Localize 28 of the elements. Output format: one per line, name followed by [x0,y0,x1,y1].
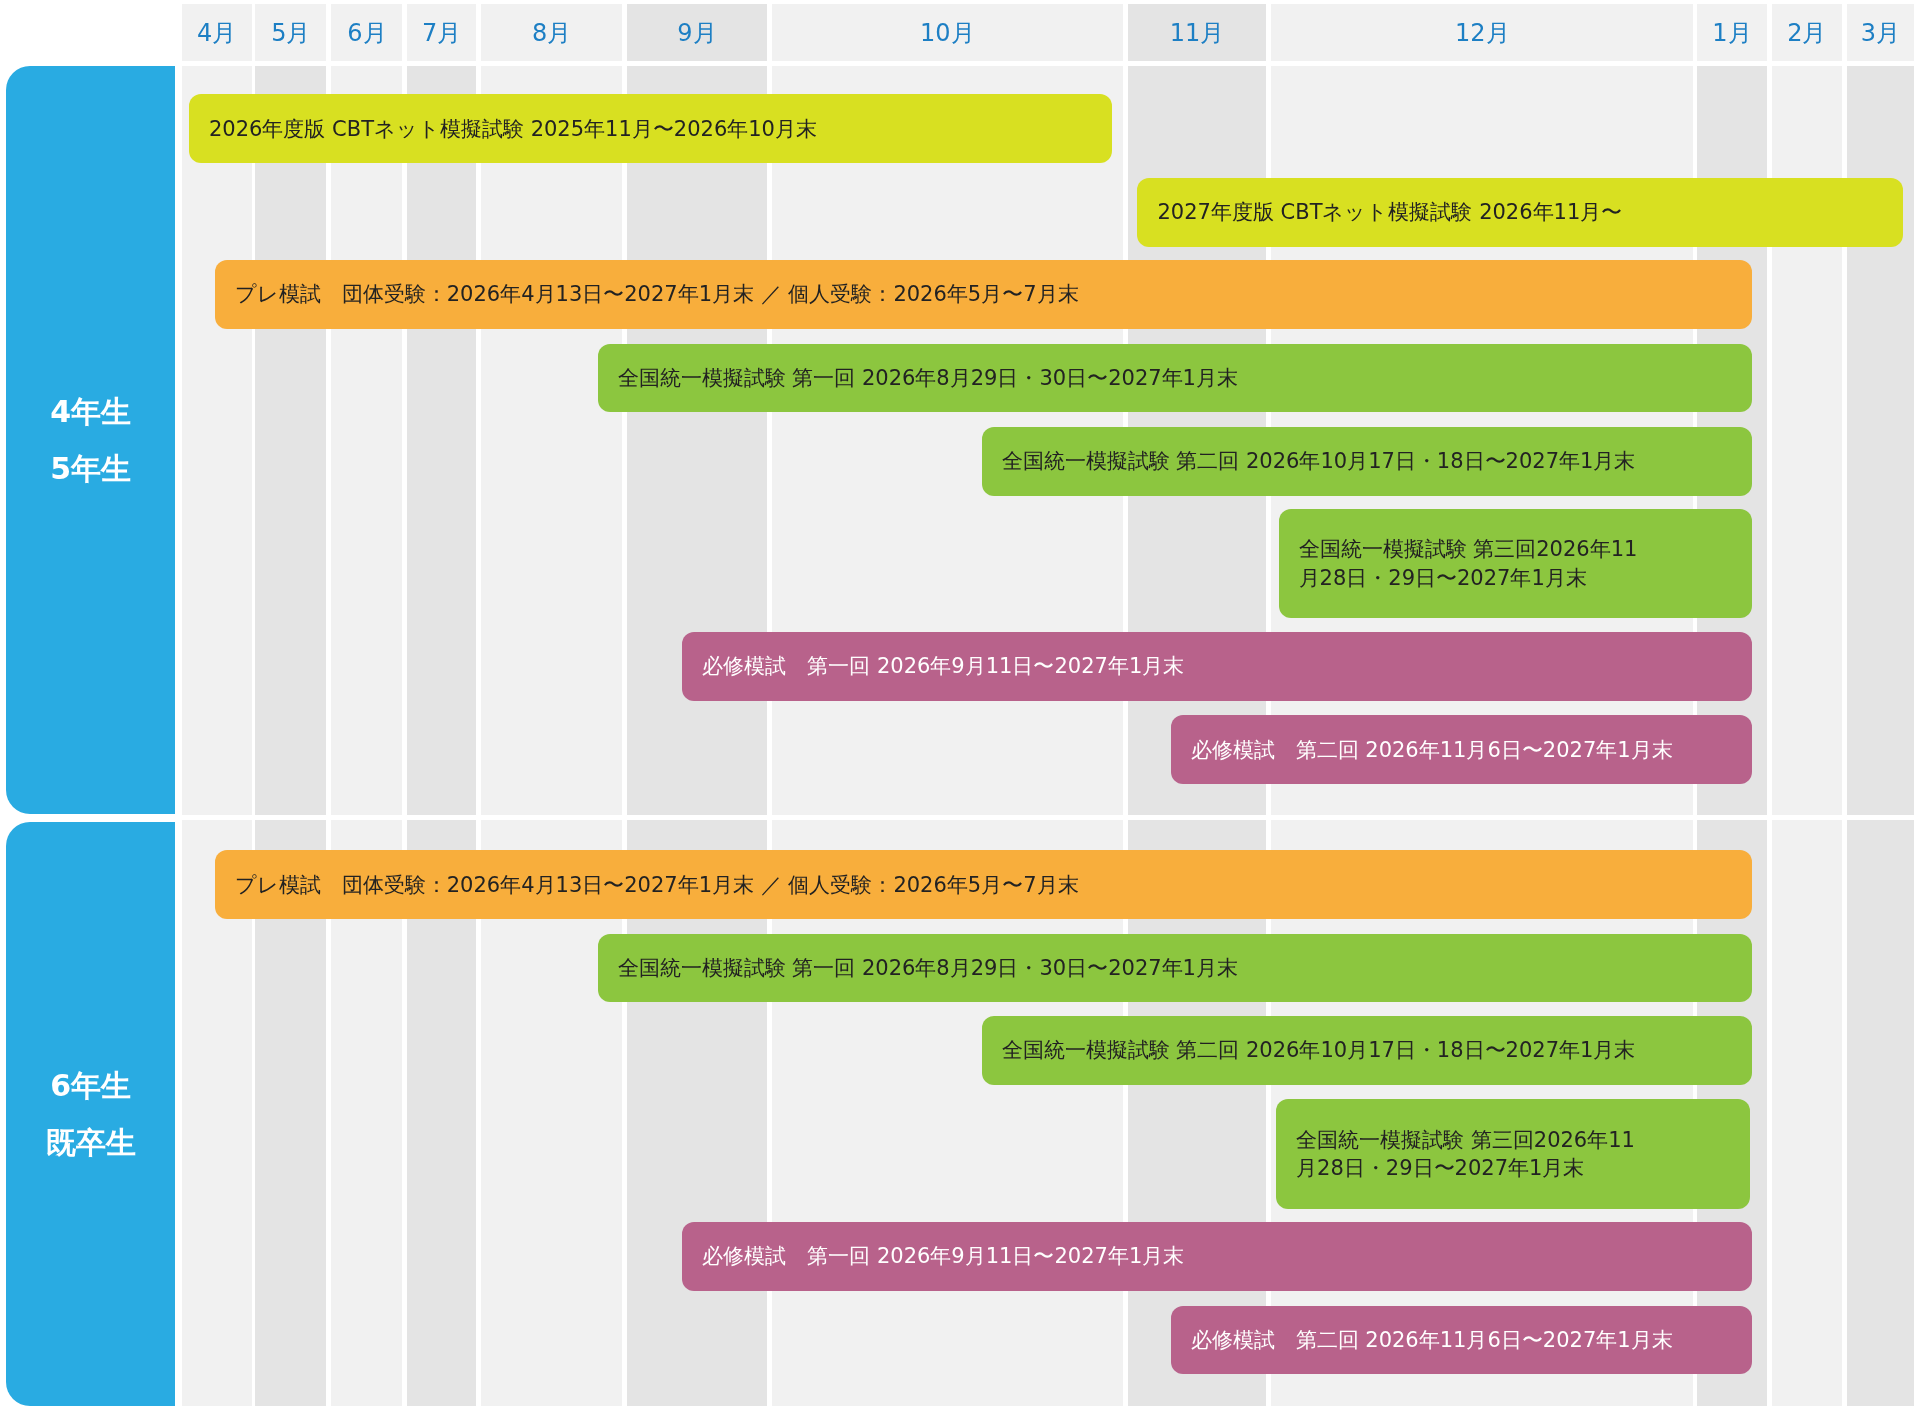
month-header: 9月 [627,3,767,62]
month-header: 4月 [181,3,252,62]
month-header: 3月 [1846,3,1915,62]
schedule-bar: 2026年度版 CBTネット模擬試験 2025年11月〜2026年10月末 [188,94,1112,164]
schedule-bar: 全国統一模擬試験 第一回 2026年8月29日・30日〜2027年1月末 [597,343,1753,413]
month-header: 1月 [1697,3,1767,62]
schedule-bar: 全国統一模擬試験 第三回2026年11月28日・29日〜2027年1月末 [1278,509,1753,619]
schedule-bar: プレ模試 団体受験：2026年4月13日〜2027年1月末 ／ 個人受験：2026年5月〜7月末 [214,850,1753,920]
schedule-bar: 全国統一模擬試験 第三回2026年11月28日・29日〜2027年1月末 [1276,1099,1750,1209]
schedule-bar: 全国統一模擬試験 第一回 2026年8月29日・30日〜2027年1月末 [597,933,1753,1003]
schedule-bar: プレ模試 団体受験：2026年4月13日〜2027年1月末 ／ 個人受験：2026年5月〜7月末 [214,260,1753,329]
month-header: 12月 [1271,3,1694,62]
group-header: 6年生既卒生 [6,822,176,1407]
schedule-bar: 必修模試 第一回 2026年9月11日〜2027年1月末 [682,631,1753,701]
month-header: 10月 [771,3,1123,62]
schedule-bar: 必修模試 第二回 2026年11月6日〜2027年1月末 [1170,1305,1753,1375]
schedule-bar: 全国統一模擬試験 第二回 2026年10月17日・18日〜2027年1月末 [981,1016,1753,1085]
month-header: 6月 [331,3,403,62]
month-header: 5月 [255,3,327,62]
month-header: 7月 [407,3,477,62]
month-header: 11月 [1127,3,1267,62]
schedule-bar: 必修模試 第一回 2026年9月11日〜2027年1月末 [682,1222,1753,1291]
month-header: 2月 [1771,3,1842,62]
schedule-bar: 2027年度版 CBTネット模擬試験 2026年11月〜 [1137,177,1904,247]
schedule-bar: 必修模試 第二回 2026年11月6日〜2027年1月末 [1170,715,1753,785]
month-header: 8月 [481,3,623,62]
schedule-bar: 全国統一模擬試験 第二回 2026年10月17日・18日〜2027年1月末 [981,427,1753,496]
group-header: 4年生5年生 [6,66,176,814]
